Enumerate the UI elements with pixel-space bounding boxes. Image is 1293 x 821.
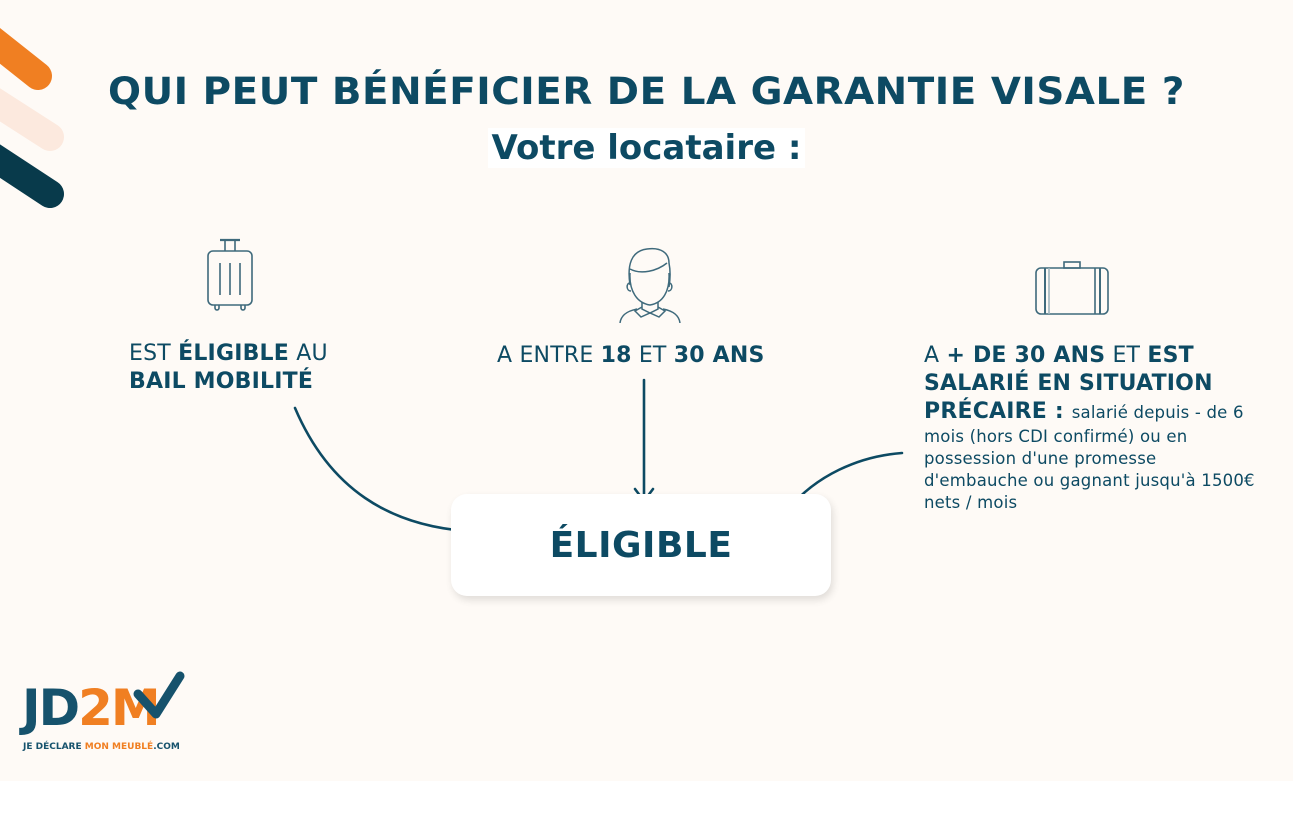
infographic-canvas: QUI PEUT BÉNÉFICIER DE LA GARANTIE VISAL… [0,27,1293,758]
jd2m-logo: JD2M JE DÉCLARE MON MEUBLÉ.COM [20,668,190,758]
criterion-detail-inline: salarié depuis - de 6 [1071,403,1244,422]
logo-tagline: JE DÉCLARE MON MEUBLÉ.COM [23,742,180,752]
person-icon [619,247,681,323]
arrow-left-curve [293,406,468,533]
criterion-bail-mobilite: EST ÉLIGIBLE AU BAIL MOBILITÉ [129,341,328,394]
suitcase-rolling-icon [207,238,253,311]
page-subtitle: Votre locataire : [0,128,1293,168]
criterion-detail: mois (hors CDI confirmé) ou en possessio… [924,427,1255,512]
criterion-age-18-30: A ENTRE 18 ET 30 ANS [497,343,765,368]
checkmark-icon [133,671,185,719]
briefcase-icon [1035,261,1109,315]
decorative-stripes [0,27,64,208]
eligible-result-box: ÉLIGIBLE [451,494,831,596]
eligible-label: ÉLIGIBLE [549,524,733,566]
page-title: QUI PEUT BÉNÉFICIER DE LA GARANTIE VISAL… [108,70,1185,113]
criterion-over-30-precarious: A + DE 30 ANS ET EST SALARIÉ EN SITUATIO… [924,342,1264,514]
